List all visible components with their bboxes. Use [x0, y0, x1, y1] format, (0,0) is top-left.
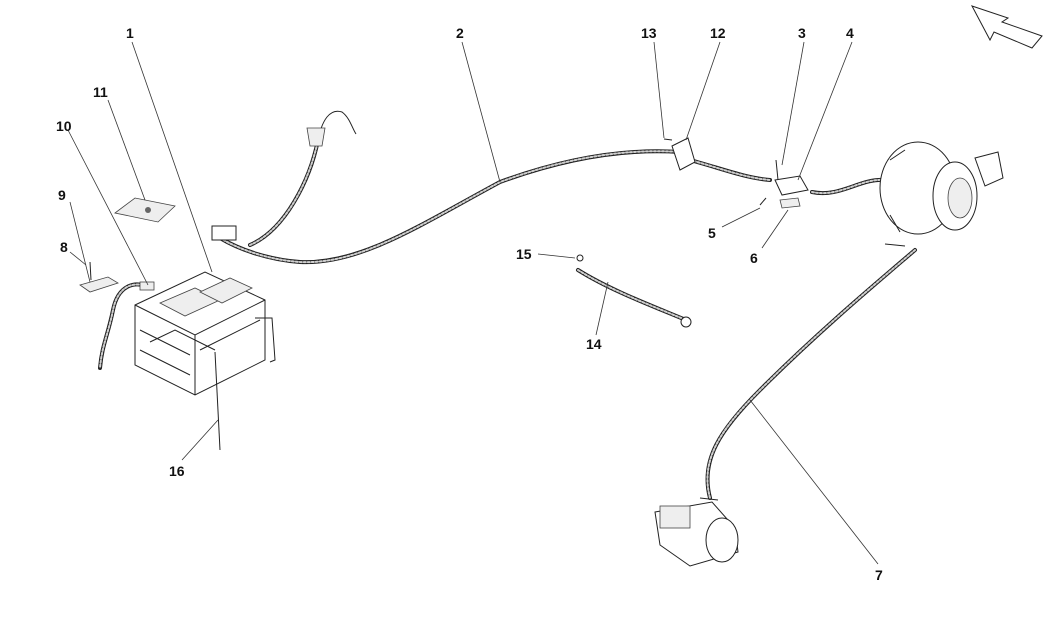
strap-cable: [576, 254, 692, 328]
callout-10: 10: [56, 118, 72, 134]
direction-arrow-icon: [970, 5, 1043, 49]
callout-16: 16: [169, 463, 185, 479]
callout-6: 6: [750, 250, 758, 266]
callout-9: 9: [58, 187, 66, 203]
callout-2: 2: [456, 25, 464, 41]
callout-14: 14: [586, 336, 602, 352]
callout-5: 5: [708, 225, 716, 241]
callout-12: 12: [710, 25, 726, 41]
ground-cable: [98, 281, 155, 370]
alternator: [879, 141, 1004, 247]
callout-1: 1: [126, 25, 134, 41]
callout-7: 7: [875, 567, 883, 583]
callout-4: 4: [846, 25, 854, 41]
callout-8: 8: [60, 239, 68, 255]
callout-3: 3: [798, 25, 806, 41]
terminal-block: [759, 159, 887, 209]
starter-motor: [654, 497, 739, 567]
cover-plate: [114, 197, 176, 223]
cable-clamp: [663, 137, 696, 171]
callout-11: 11: [93, 84, 108, 100]
starter-cable: [705, 248, 917, 500]
leader-lines: [67, 41, 879, 565]
battery-cable: [211, 110, 772, 265]
callout-13: 13: [641, 25, 657, 41]
callout-15: 15: [516, 246, 532, 262]
clamp-bracket: [79, 261, 119, 293]
battery: [134, 271, 276, 451]
callout-labels: 1 2 3 4 5 6 7 8 9 10 11 12 13 14 15 16: [56, 25, 883, 583]
